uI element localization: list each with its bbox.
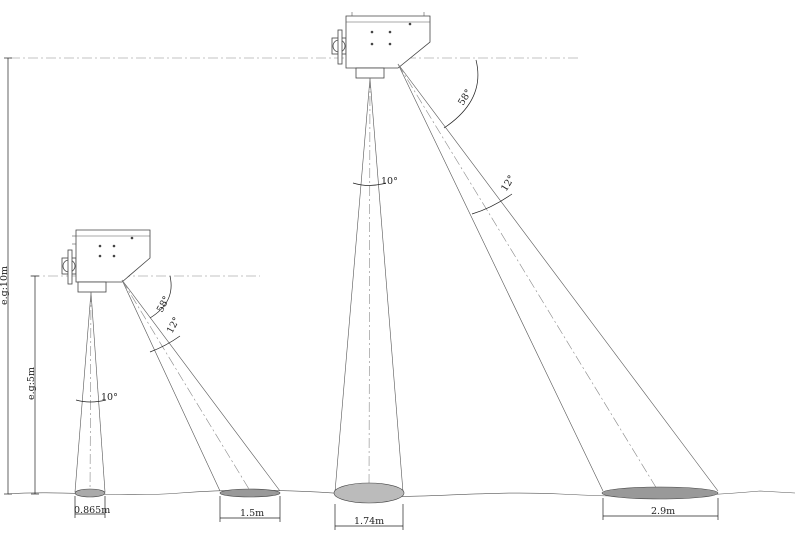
spot-label-large-vertical: 1.74m [354,516,384,527]
spot-vertical-small [74,488,106,498]
beam-oblique-small [121,279,281,495]
angle-label-vertical-small: 10° [101,392,118,403]
spot-dimension-large-oblique [602,498,719,520]
angle-arc-vertical-large [352,182,387,186]
sensor-housing-large [331,12,431,79]
spot-dimension-small-vertical [74,496,106,518]
spot-dimension-small-oblique [219,496,281,522]
angle-arc-oblique-small [149,335,181,353]
height-dimension-5m [31,275,39,495]
angle-arc-tilt-large [443,59,479,129]
angle-label-vertical-large: 10° [381,176,398,187]
height-label-10m: e.g:10m [0,266,10,305]
beam-vertical-small [74,291,106,495]
sensor-housing-small [61,229,151,293]
angle-label-tilt-large: 58° [456,87,474,107]
spot-label-large-oblique: 2.9m [651,506,675,517]
angle-label-oblique-large: 12° [499,173,517,193]
angle-arc-vertical-small [75,399,107,403]
height-dimension-10m [4,57,12,495]
beam-vertical-large [334,77,404,495]
spot-oblique-small [219,488,281,498]
angle-label-oblique-small: 12° [165,315,183,335]
spot-dimension-large-vertical [334,504,404,530]
angle-label-tilt-small: 58° [155,294,173,314]
spot-vertical-large [333,482,405,504]
spot-oblique-large [601,486,719,500]
spot-label-small-vertical: 0.865m [74,505,110,516]
angle-arc-oblique-large [471,193,513,215]
spot-label-small-oblique: 1.5m [240,508,264,519]
angle-arc-tilt-small [149,275,172,319]
beam-oblique-large [397,63,719,495]
height-label-5m: e.g:5m [26,367,37,400]
